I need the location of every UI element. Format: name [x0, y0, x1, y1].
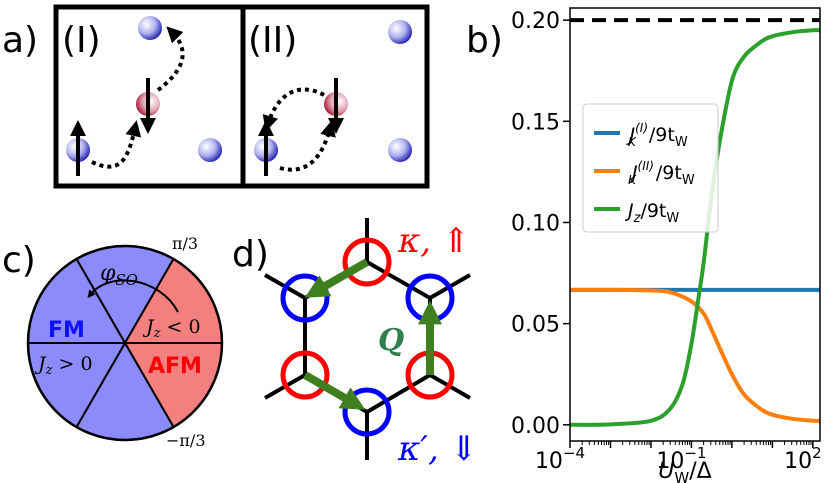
panel-b-label: b) [466, 20, 503, 61]
legend-label-1: J(II)K/9tW [628, 159, 695, 188]
site-kappa [342, 237, 392, 287]
phi-arc-arrow [87, 279, 179, 313]
y-tick-label: 0.10 [511, 211, 560, 236]
hop-path [262, 87, 325, 132]
x-tick-label: 10−1 [656, 444, 706, 474]
y-tick-label: 0.00 [511, 414, 560, 439]
afm-label: AFM [148, 354, 202, 379]
kappa-prime-label: κ′, ⇓ [397, 429, 478, 469]
q-arrow [304, 258, 369, 298]
x-axis-label: UW/Δ [658, 459, 711, 483]
legend-label-2: Jz/9tW [624, 200, 679, 226]
mpi3-label: −π/3 [166, 431, 206, 450]
x-tick-label: 102 [784, 444, 822, 474]
panel-a: a) (I) (II) [2, 4, 430, 189]
atom-blue [138, 16, 162, 40]
y-tick-label: 0.15 [511, 110, 560, 135]
kappa-label: κ, ⇑ [397, 221, 470, 261]
atom-blue [388, 138, 412, 162]
panel-c: c) φSO π/3 −π/3 FM AFM Jz < 0 Jz > 0 [2, 234, 224, 450]
q-arrow [303, 371, 366, 410]
y-tick-label: 0.20 [511, 9, 560, 34]
q-label: Q [378, 323, 404, 358]
legend-label-0: J(I)K/9tW [625, 121, 687, 150]
jz-lt-label: Jz < 0 [142, 316, 201, 341]
panel-a-frame-right [240, 4, 430, 189]
panel-a-label: a) [2, 20, 38, 61]
hop-path [279, 120, 336, 172]
phi-so-label: φSO [100, 261, 138, 289]
atom-blue [388, 20, 412, 44]
panel-c-label: c) [2, 240, 36, 281]
legend-box [582, 103, 719, 233]
panel-a-sub-II: (II) [248, 20, 297, 61]
panel-a-sub-I: (I) [62, 20, 101, 61]
atom-blue [198, 138, 222, 162]
site-kappa [280, 350, 330, 400]
pi3-label: π/3 [172, 234, 198, 253]
fm-label: FM [48, 318, 85, 343]
hop-path [91, 120, 142, 169]
hop-path [156, 26, 185, 92]
pie-outline [26, 244, 224, 442]
x-tick-label: 10−4 [535, 444, 585, 474]
site-kappa-prime [342, 387, 392, 437]
jz-gt-label: Jz > 0 [34, 353, 93, 378]
series-line-1 [570, 287, 820, 423]
panel-d: d) κ, ⇑ κ′, ⇓ Q [232, 218, 478, 469]
panel-d-label: d) [232, 234, 269, 275]
y-tick-label: 0.05 [511, 313, 560, 338]
plot-frame [569, 7, 821, 442]
